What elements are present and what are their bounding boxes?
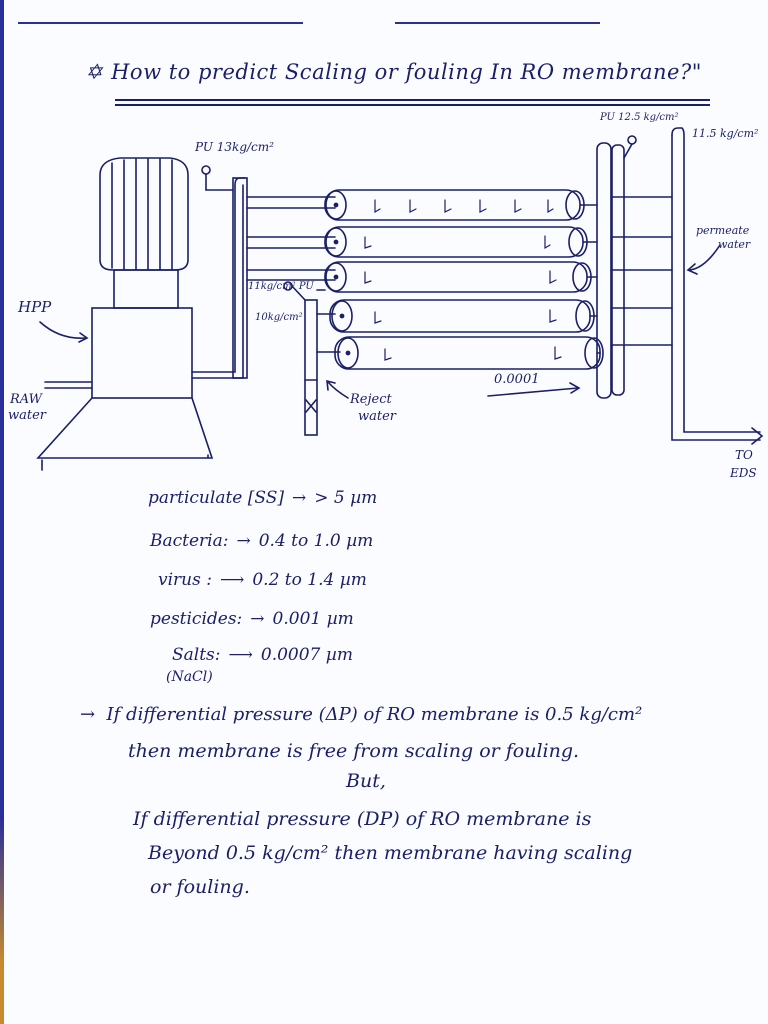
note-line-1: → If differential pressure (ΔP) of RO me… [80, 704, 643, 725]
top-rule-left [18, 22, 303, 24]
mid-pressure-label-2: 10kg/cm² [255, 312, 303, 323]
pump-drawing [36, 307, 214, 471]
title-text: How to predict Scaling or fouling In RO … [111, 60, 702, 84]
size-row-particulate: particulate [SS]→> 5 µm [148, 488, 378, 508]
size-row-virus: virus :⟶0.2 to 1.4 µm [158, 570, 367, 590]
raw-water-label-2: water [8, 408, 47, 423]
note-line-4: Beyond 0.5 kg/cm² then membrane having s… [148, 842, 633, 864]
note-line-2: then membrane is free from scaling or fo… [128, 740, 580, 762]
reject-label-2: water [358, 409, 397, 424]
ro-system-diagram [36, 127, 764, 471]
mid-pressure-label-1: 11kg/cm² PU [248, 281, 314, 292]
title-underline-1 [115, 99, 710, 101]
permeate-label-1: permeate [696, 224, 750, 237]
reject-label-1: Reject [350, 392, 392, 407]
raw-water-label-1: RAW [10, 392, 43, 407]
pressure-in-label: PU 13kg/cm² [195, 140, 274, 154]
hpp-label: HPP [18, 298, 52, 316]
membrane-size-label: 0.0001 [494, 372, 540, 387]
outlet-pressure-label: 11.5 kg/cm² [692, 127, 759, 140]
size-row-bacteria: Bacteria:→0.4 to 1.0 µm [150, 531, 374, 551]
size-row-salts: Salts:⟶0.0007 µm [172, 645, 353, 665]
permeate-pressure-label: PU 12.5 kg/cm² [600, 112, 679, 123]
page-edge-band [0, 0, 4, 1024]
permeate-label-2: water [718, 238, 751, 251]
size-row-pesticides: pesticides:→0.001 µm [150, 609, 354, 629]
top-rule-right [395, 22, 600, 24]
to-label: TO [735, 448, 753, 462]
title-underline-2 [115, 104, 710, 106]
page-title: ✡ How to predict Scaling or fouling In RO… [85, 60, 702, 84]
note-but: But, [346, 770, 386, 792]
note-line-5: or fouling. [150, 876, 250, 898]
motor-drawing [99, 157, 189, 309]
membrane-tubes [324, 189, 604, 370]
star-icon: ✡ [85, 60, 104, 84]
note-line-3: If differential pressure (DP) of RO memb… [133, 808, 592, 830]
eds-label: EDS [730, 466, 757, 480]
salt-formula: (NaCl) [166, 669, 213, 685]
